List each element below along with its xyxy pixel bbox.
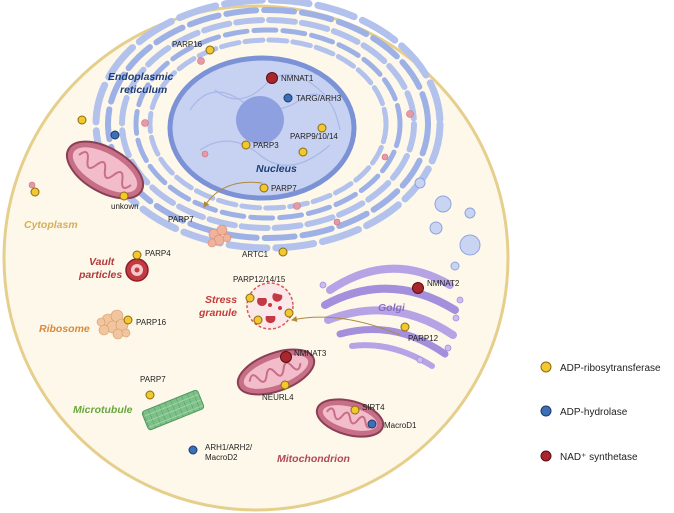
label-vault-line1: Vault xyxy=(89,256,115,268)
label-nucleus: Nucleus xyxy=(256,163,297,175)
arrow-parp7 xyxy=(203,181,263,208)
label-golgi: Golgi xyxy=(378,302,406,314)
label-parp12: PARP12 xyxy=(408,334,439,343)
endoplasmic-reticulum xyxy=(92,0,444,252)
label-macrod1: MacroD1 xyxy=(384,421,417,430)
label-mitochondrion: Mitochondrion xyxy=(277,453,350,465)
stress-granule xyxy=(246,282,294,330)
label-er-line1: Endoplasmic xyxy=(108,71,174,83)
label-er-line2: reticulum xyxy=(120,84,167,96)
nucleus xyxy=(167,55,357,201)
ribosome xyxy=(96,309,131,340)
label-nmnat1: NMNAT1 xyxy=(281,74,314,83)
legend-label-hydrolase: ADP-hydrolase xyxy=(560,407,628,418)
label-parp16-ribo: PARP16 xyxy=(136,318,167,327)
hydrolase-dots xyxy=(110,93,377,455)
golgi xyxy=(321,264,459,369)
legend: ADP-ribosytransferase ADP-hydrolase NAD⁺… xyxy=(540,361,661,463)
label-targ: TARG/ARH3 xyxy=(296,94,342,103)
microtubule xyxy=(141,389,205,431)
label-neurl4: NEURL4 xyxy=(262,393,294,402)
label-nmnat2: NMNAT2 xyxy=(427,279,460,288)
arrow-parp12 xyxy=(291,316,401,336)
label-vault-line2: particles xyxy=(78,269,122,281)
label-artc1: ARTC1 xyxy=(242,250,269,259)
label-unknown: unkown xyxy=(111,202,139,211)
artc1-cluster xyxy=(207,224,232,248)
legend-label-synthetase: NAD⁺ synthetase xyxy=(560,452,638,463)
vault-particle xyxy=(125,258,149,282)
label-parp3: PARP3 xyxy=(253,141,279,150)
label-arh-line1: ARH1/ARH2/ xyxy=(205,443,253,452)
label-sirt4: SIRT4 xyxy=(362,403,385,412)
mitochondrion-cyto xyxy=(66,140,144,200)
label-parp12-14-15: PARP12/14/15 xyxy=(233,275,286,284)
label-stress-line1: Stress xyxy=(205,294,237,306)
er-vesicles xyxy=(414,177,481,271)
label-parp7-nuc: PARP7 xyxy=(271,184,297,193)
legend-dot-hydrolase xyxy=(540,405,552,417)
transferase-dots xyxy=(30,45,410,415)
label-microtubule: Microtubule xyxy=(73,404,133,416)
legend-dot-synthetase xyxy=(540,450,552,462)
label-parp7-cyto: PARP7 xyxy=(168,215,194,224)
golgi-vesicles xyxy=(319,281,464,364)
label-parp9: PARP9/10/14 xyxy=(290,132,338,141)
label-cytoplasm: Cytoplasm xyxy=(24,219,78,231)
label-parp4: PARP4 xyxy=(145,249,171,258)
label-arh-line2: MacroD2 xyxy=(205,453,238,462)
label-ribosome: Ribosome xyxy=(39,323,90,335)
label-parp16-er: PARP16 xyxy=(172,40,203,49)
pink-granules xyxy=(28,57,414,226)
nucleolus xyxy=(236,96,284,144)
synthetase-dots xyxy=(266,72,424,363)
cell-membrane xyxy=(2,4,510,512)
label-parp7-mt: PARP7 xyxy=(140,375,166,384)
legend-dot-transferase xyxy=(540,361,552,373)
legend-label-transferase: ADP-ribosytransferase xyxy=(560,363,661,374)
mitochondrion-sirt4 xyxy=(315,398,385,438)
label-nmnat3: NMNAT3 xyxy=(294,349,327,358)
label-stress-line2: granule xyxy=(198,307,237,319)
mitochondrion-nmnat3 xyxy=(236,348,316,396)
